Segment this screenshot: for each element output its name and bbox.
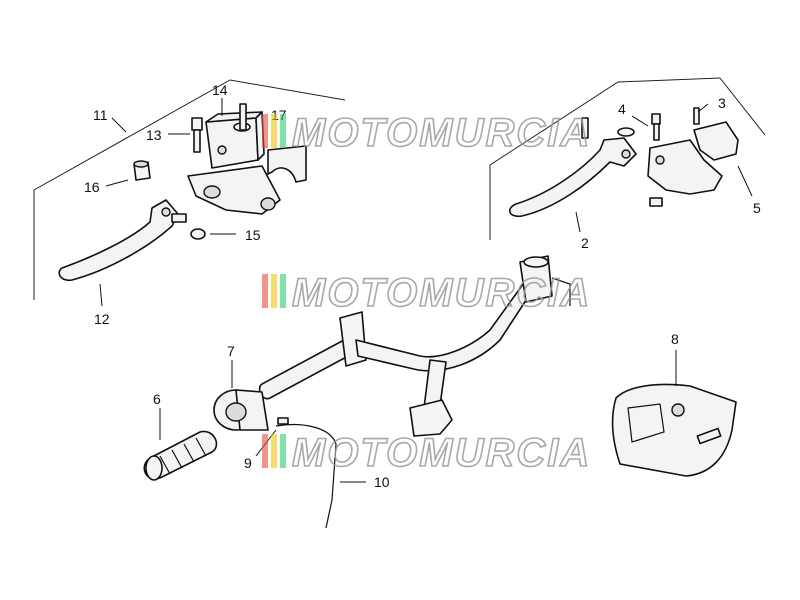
callout-10: 10 <box>374 474 390 490</box>
throttle-cable-10 <box>275 417 337 529</box>
washer-4 <box>617 127 635 137</box>
handlebar-clamp <box>267 145 307 183</box>
left-lever-12 <box>58 199 187 282</box>
callout-12: 12 <box>94 311 110 327</box>
callout-5: 5 <box>753 200 761 216</box>
left-group-bracket <box>33 79 346 300</box>
callout-16: 16 <box>84 179 100 195</box>
bolt-4 <box>651 113 661 141</box>
callout-15: 15 <box>245 227 261 243</box>
screw-3 <box>693 107 700 125</box>
handlebar <box>258 255 571 437</box>
master-cylinder <box>187 111 281 215</box>
callout-13: 13 <box>146 127 162 143</box>
switch-housing-5 <box>647 121 739 207</box>
callout-8: 8 <box>671 331 679 347</box>
bolt-13 <box>191 117 203 153</box>
watermark-text: MOTOMURCIA <box>292 111 591 155</box>
throttle-grip-6 <box>143 430 218 481</box>
watermark-text: MOTOMURCIA <box>292 431 591 475</box>
throttle-housing-7 <box>213 389 269 431</box>
callout-labels: 2 3 4 5 6 7 8 9 10 11 12 13 14 15 16 17 <box>84 82 761 490</box>
watermark-top: MOTOMURCIA <box>262 110 591 156</box>
callout-3: 3 <box>718 95 726 111</box>
callout-7: 7 <box>227 343 235 359</box>
watermark-bottom: MOTOMURCIA <box>262 430 591 476</box>
watermark-middle: MOTOMURCIA <box>262 270 591 316</box>
callout-11: 11 <box>93 107 108 123</box>
nut-15 <box>190 228 206 240</box>
watermark-text: MOTOMURCIA <box>292 271 591 315</box>
cap-16 <box>133 160 151 181</box>
callout-9: 9 <box>244 455 252 471</box>
callout-6: 6 <box>153 391 161 407</box>
callout-2: 2 <box>581 235 589 251</box>
callout-14: 14 <box>212 82 228 98</box>
switch-cover-8 <box>611 383 737 477</box>
pivot-pin <box>581 117 589 139</box>
screw-17 <box>239 103 247 131</box>
right-group-bracket <box>489 77 766 240</box>
callout-4: 4 <box>618 101 626 117</box>
right-lever-2 <box>509 137 637 218</box>
